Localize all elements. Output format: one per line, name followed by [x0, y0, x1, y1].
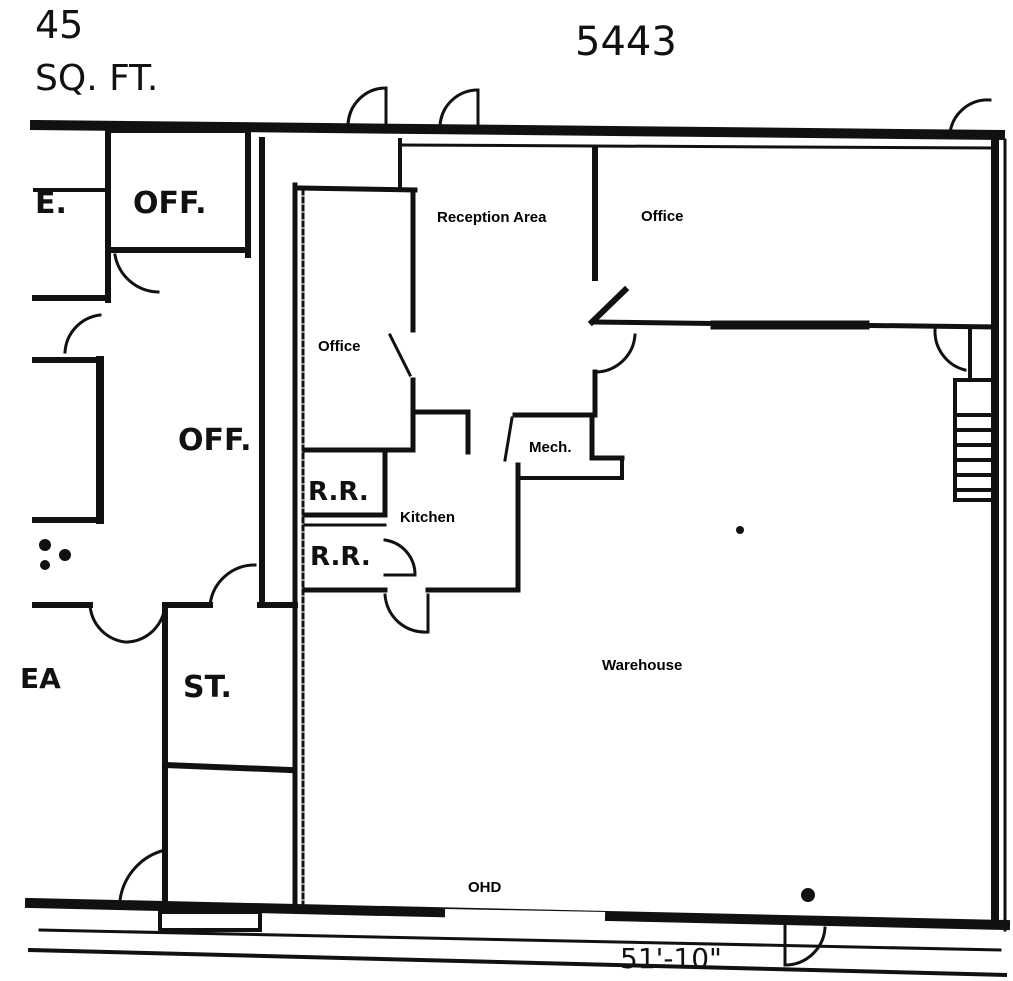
room-label-mech: Mech. — [529, 439, 572, 456]
room-label-ohd: OHD — [468, 879, 502, 896]
left-suite-walls — [32, 127, 298, 903]
unit-number: 5443 — [575, 19, 677, 65]
sqft-fragment: SQ. FT. — [35, 58, 158, 99]
demising-wall — [292, 182, 305, 913]
office-reception-walls — [297, 86, 998, 462]
room-label-office-right: Office — [641, 208, 684, 225]
area-fragment: 45 — [35, 3, 83, 47]
room-label-warehouse: Warehouse — [602, 657, 682, 674]
room-label-office-left: Office — [318, 338, 361, 355]
label-e-fragment: E. — [35, 186, 67, 221]
bottom-details — [158, 526, 827, 967]
room-label-rr-top: R.R. — [308, 477, 369, 507]
kitchen-restroom-walls — [302, 447, 521, 634]
mech-room-walls — [512, 412, 625, 480]
label-ea-fragment: EA — [20, 662, 61, 695]
dimension-width: 51'-10" — [620, 942, 722, 975]
stair — [953, 328, 997, 502]
label-off-top: OFF. — [133, 186, 206, 221]
room-label-kitchen: Kitchen — [400, 509, 455, 526]
label-st: ST. — [183, 670, 232, 705]
label-off-mid: OFF. — [178, 423, 251, 458]
room-label-reception: Reception Area — [437, 209, 547, 226]
room-label-rr-bottom: R.R. — [310, 542, 371, 572]
